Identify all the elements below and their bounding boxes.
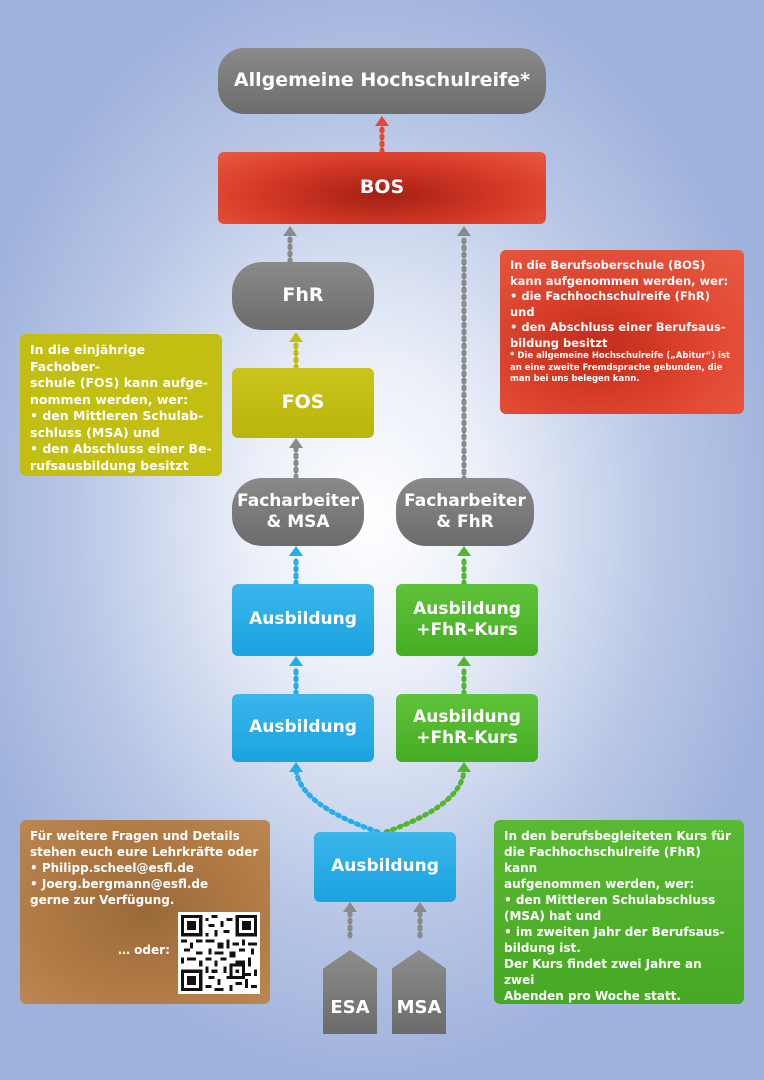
info-line: • im zweiten Jahr der Berufsaus- bbox=[504, 925, 725, 939]
node-label-line1: Ausbildung bbox=[413, 598, 521, 619]
arrowhead-fhrk1 bbox=[457, 656, 471, 666]
node-label: Allgemeine Hochschulreife* bbox=[233, 69, 531, 92]
arrowhead-top bbox=[375, 116, 389, 126]
node-label-line2: & MSA bbox=[266, 512, 330, 532]
node-label-line2: +FhR-Kurs bbox=[416, 620, 518, 640]
node-bos: BOS bbox=[218, 152, 546, 224]
arrowhead-esa bbox=[343, 902, 357, 912]
arrowhead-fa-left bbox=[289, 546, 303, 556]
node-label: MSA bbox=[396, 997, 442, 1018]
node-label-line2: +FhR-Kurs bbox=[416, 728, 518, 748]
info-line: kann aufgenommen werden, wer: bbox=[510, 273, 729, 288]
node-label: FOS bbox=[281, 391, 325, 414]
connector-bottom-left bbox=[293, 767, 381, 835]
arrowhead-msa bbox=[413, 902, 427, 912]
node-label: Ausbildung bbox=[249, 717, 357, 738]
arrowhead-fos bbox=[289, 438, 303, 448]
info-line: schluss (MSA) und bbox=[30, 424, 160, 440]
info-line: Abenden pro Woche statt. bbox=[504, 989, 681, 1003]
node-esa: ESA bbox=[323, 950, 377, 1034]
info-line: stehen euch eure Lehrkräfte oder bbox=[30, 845, 259, 859]
node-facharbeiter-fhr: Facharbeiter & FhR bbox=[396, 478, 534, 546]
node-label-line1: Facharbeiter bbox=[237, 490, 359, 511]
info-line: die Fachhochschulreife (FhR) kann bbox=[504, 845, 701, 875]
info-line: schule (FOS) kann aufge- bbox=[30, 375, 208, 390]
oder-label: … oder: bbox=[118, 943, 170, 957]
info-line: rufsausbildung besitzt bbox=[30, 457, 189, 473]
node-label: Ausbildung bbox=[249, 609, 357, 630]
arrowhead-bos-left bbox=[283, 226, 297, 236]
node-allgemeine-hochschulreife: Allgemeine Hochschulreife* bbox=[218, 48, 546, 114]
node-ausbildung-fhr-kurs-1: Ausbildung +FhR-Kurs bbox=[396, 584, 538, 656]
info-line: • den Mittleren Schulabschluss bbox=[504, 893, 716, 907]
node-fhr: FhR bbox=[232, 262, 374, 330]
info-footnote: an eine zweite Fremdsprache gebunden, di… bbox=[510, 362, 723, 373]
arrowhead-fhr bbox=[289, 332, 303, 342]
email-link[interactable]: • Philipp.scheel@esfl.de bbox=[30, 861, 194, 875]
info-line: gerne zur Verfügung. bbox=[30, 893, 175, 907]
info-line: bildung besitzt bbox=[510, 335, 608, 350]
node-ausbildung-left-2: Ausbildung bbox=[232, 694, 374, 762]
qr-code-icon[interactable] bbox=[178, 912, 260, 994]
info-footnote: man bei uns belegen kann. bbox=[510, 374, 640, 384]
info-line: Für weitere Fragen und Details bbox=[30, 829, 240, 843]
node-label-line1: Ausbildung bbox=[413, 706, 521, 727]
info-line: nommen werden, wer: bbox=[30, 391, 189, 407]
node-ausbildung-fhr-kurs-2: Ausbildung +FhR-Kurs bbox=[396, 694, 538, 762]
info-box-fos: In die einjährige Fachober- schule (FOS)… bbox=[20, 334, 222, 476]
info-line: • den Abschluss einer Berufsaus- bbox=[510, 320, 726, 334]
node-label-line1: Facharbeiter bbox=[404, 490, 526, 511]
info-box-bos: In die Berufsoberschule (BOS) kann aufge… bbox=[500, 250, 744, 414]
node-ausbildung-bottom: Ausbildung bbox=[314, 832, 456, 902]
info-line: und bbox=[510, 304, 535, 319]
info-line: bildung ist. bbox=[504, 941, 581, 955]
arrowhead-fhrk2 bbox=[457, 762, 471, 772]
arrowhead-fa-right bbox=[457, 546, 471, 556]
node-label: ESA bbox=[330, 997, 370, 1018]
info-footnote: * Die allgemeine Hochschulreife („Abitur… bbox=[510, 351, 731, 361]
node-label: Ausbildung bbox=[331, 856, 439, 877]
node-label-line2: & FhR bbox=[436, 512, 494, 532]
arrowhead-bos-right bbox=[457, 226, 471, 236]
info-line: In den berufsbegleiteten Kurs für bbox=[504, 829, 731, 843]
info-line: In die einjährige Fachober- bbox=[30, 342, 146, 374]
info-line: aufgenommen werden, wer: bbox=[504, 877, 695, 891]
node-label: BOS bbox=[359, 176, 405, 199]
node-fos: FOS bbox=[232, 368, 374, 438]
info-line: Der Kurs findet zwei Jahre an zwei bbox=[504, 957, 702, 987]
node-facharbeiter-msa: Facharbeiter & MSA bbox=[232, 478, 364, 546]
node-label: FhR bbox=[282, 284, 324, 307]
node-ausbildung-left-1: Ausbildung bbox=[232, 584, 374, 656]
info-box-fhr-kurs: In den berufsbegleiteten Kurs für die Fa… bbox=[494, 820, 744, 1004]
info-line: • den Mittleren Schulab- bbox=[30, 408, 204, 423]
info-line: • den Abschluss einer Be- bbox=[30, 441, 212, 456]
arrowhead-aus1 bbox=[289, 656, 303, 666]
info-line: In die Berufsoberschule (BOS) bbox=[510, 258, 706, 272]
info-line: (MSA) hat und bbox=[504, 909, 602, 923]
node-msa: MSA bbox=[392, 950, 446, 1034]
info-line: • die Fachhochschulreife (FhR) bbox=[510, 289, 710, 303]
email-link[interactable]: • Joerg.bergmann@esfl.de bbox=[30, 877, 209, 891]
connector-bottom-right bbox=[383, 767, 467, 835]
arrowhead-aus2 bbox=[289, 762, 303, 772]
